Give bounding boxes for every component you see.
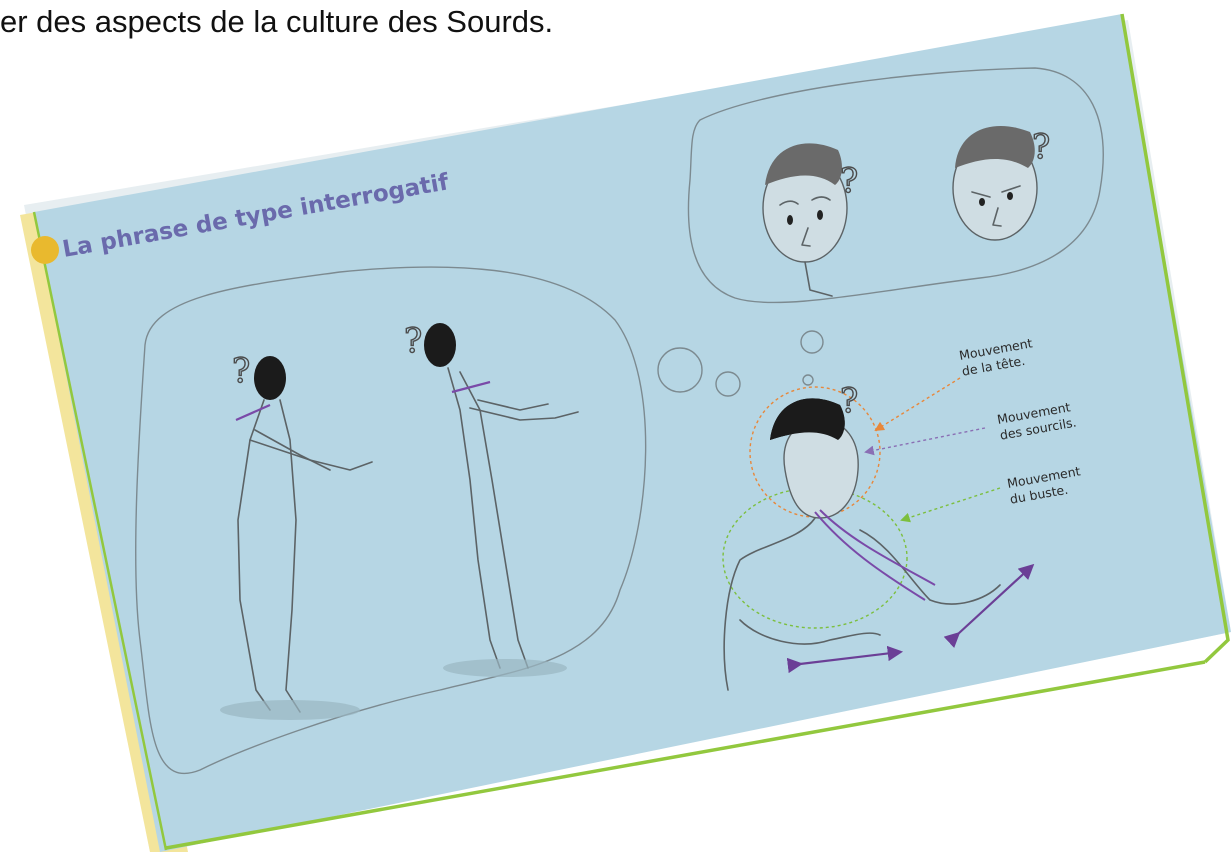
left-thought-cloud xyxy=(135,266,647,775)
face-raised-eyebrows: ? xyxy=(762,143,859,297)
bullet-dot xyxy=(31,236,59,264)
question-mark-3: ? xyxy=(840,161,858,201)
callout-arrow-torso xyxy=(900,487,1001,523)
callout-arrow-head xyxy=(874,377,961,432)
page-background xyxy=(34,14,1231,852)
face-frowned-eyebrows: ? xyxy=(952,126,1051,241)
thought-bubble-small xyxy=(800,330,824,354)
thought-bubble-medium xyxy=(715,371,741,397)
signing-figure: ? xyxy=(722,380,1035,691)
callout-arrow-eyebrows xyxy=(864,427,986,456)
question-mark-5: ? xyxy=(840,381,858,421)
thought-bubble-large xyxy=(657,347,703,393)
question-mark-2: ? xyxy=(404,321,422,361)
standing-figure-1: ? xyxy=(220,350,373,720)
caption-text: er des aspects de la culture des Sourds. xyxy=(0,4,554,39)
page-border-left xyxy=(32,211,168,851)
top-thought-cloud xyxy=(687,67,1104,304)
standing-figure-2: ? xyxy=(403,320,579,677)
question-mark-4: ? xyxy=(1032,127,1050,167)
page-border-right xyxy=(1120,13,1230,664)
page-border-bottom xyxy=(165,660,1206,850)
thought-bubble-tiny xyxy=(802,374,814,386)
question-mark-1: ? xyxy=(232,351,250,391)
